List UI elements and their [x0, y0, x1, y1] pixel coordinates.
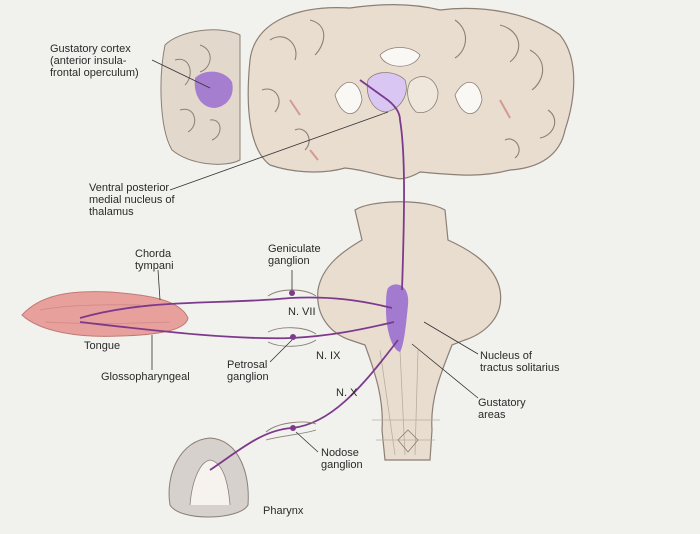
gustatory-areas-label: Gustatory areas: [478, 397, 526, 421]
leader-lines: [151, 59, 479, 453]
tongue-drawing: [21, 291, 189, 337]
pharynx-drawing: [168, 437, 249, 518]
brainstem: [317, 201, 502, 461]
coronal-brain-section: [247, 4, 575, 180]
pharynx-label: Pharynx: [263, 505, 304, 517]
glossopharyngeal-label: Glossopharyngeal: [101, 371, 190, 383]
petrosal-ganglion-label: Petrosal ganglion: [227, 359, 269, 383]
n-vii-label: N. VII: [288, 306, 316, 318]
n-x-label: N. X: [336, 387, 358, 399]
nodose-ganglion-label: Nodose ganglion: [321, 447, 363, 471]
nucleus-tractus-solitarius-label: Nucleus of tractus solitarius: [480, 350, 560, 374]
n-ix-label: N. IX: [316, 350, 341, 362]
gustatory-cortex-label: Gustatory cortex (anterior insula- front…: [50, 43, 139, 79]
ganglia: [289, 290, 296, 431]
tongue-label: Tongue: [84, 340, 121, 352]
chorda-tympani-label: Chorda tympani: [135, 248, 174, 272]
geniculate-ganglion-label: Geniculate ganglion: [268, 243, 321, 267]
taste-pathways: [79, 79, 405, 471]
insula-inset: [160, 29, 241, 165]
vpm-thalamus-label: Ventral posterior medial nucleus of thal…: [89, 182, 175, 218]
